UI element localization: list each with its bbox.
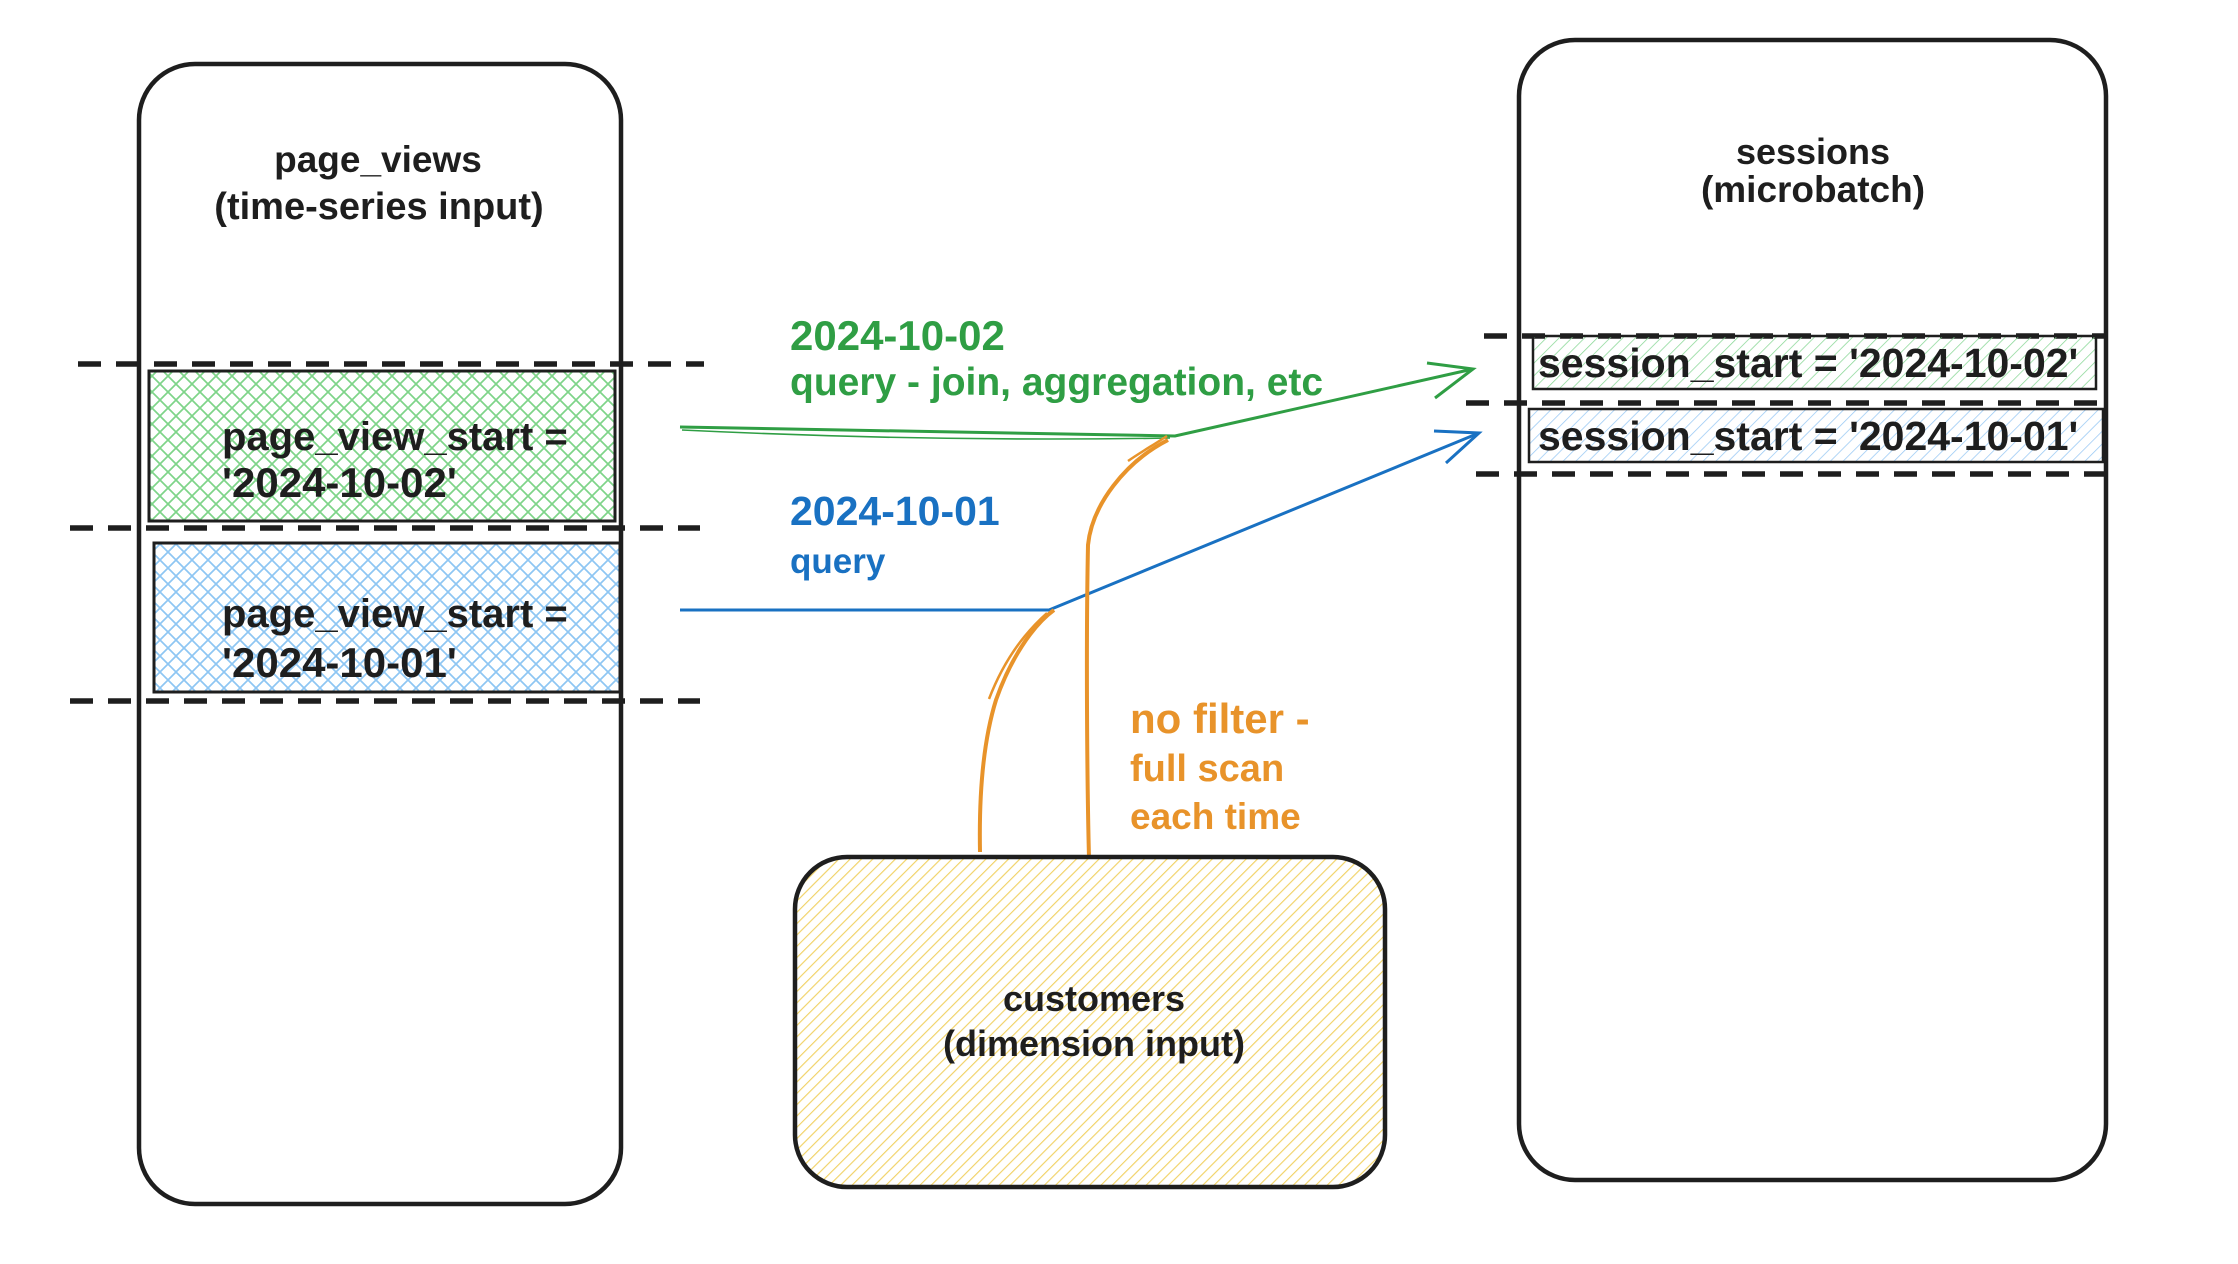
svg-text:page_view_start =: page_view_start = (222, 415, 568, 459)
svg-text:'2024-10-01': '2024-10-01' (222, 639, 457, 686)
svg-text:2024-10-01: 2024-10-01 (790, 488, 1000, 534)
svg-text:full scan: full scan (1130, 748, 1284, 790)
svg-text:(dimension input): (dimension input) (943, 1023, 1245, 1064)
svg-text:'2024-10-02': '2024-10-02' (222, 459, 457, 506)
svg-text:page_view_start =: page_view_start = (222, 592, 568, 636)
svg-text:2024-10-02: 2024-10-02 (790, 312, 1005, 359)
svg-text:no filter -: no filter - (1130, 695, 1310, 742)
svg-text:session_start = '2024-10-01': session_start = '2024-10-01' (1538, 413, 2078, 459)
svg-text:page_views: page_views (274, 139, 482, 180)
svg-text:(time-series input): (time-series input) (214, 186, 543, 228)
svg-text:query: query (790, 542, 886, 581)
svg-text:query - join, aggregation, etc: query - join, aggregation, etc (790, 361, 1323, 404)
svg-text:sessions: sessions (1736, 131, 1890, 172)
svg-text:customers: customers (1003, 978, 1185, 1019)
svg-text:each time: each time (1130, 796, 1301, 837)
svg-text:session_start = '2024-10-02': session_start = '2024-10-02' (1538, 340, 2078, 386)
svg-text:(microbatch): (microbatch) (1701, 169, 1925, 210)
